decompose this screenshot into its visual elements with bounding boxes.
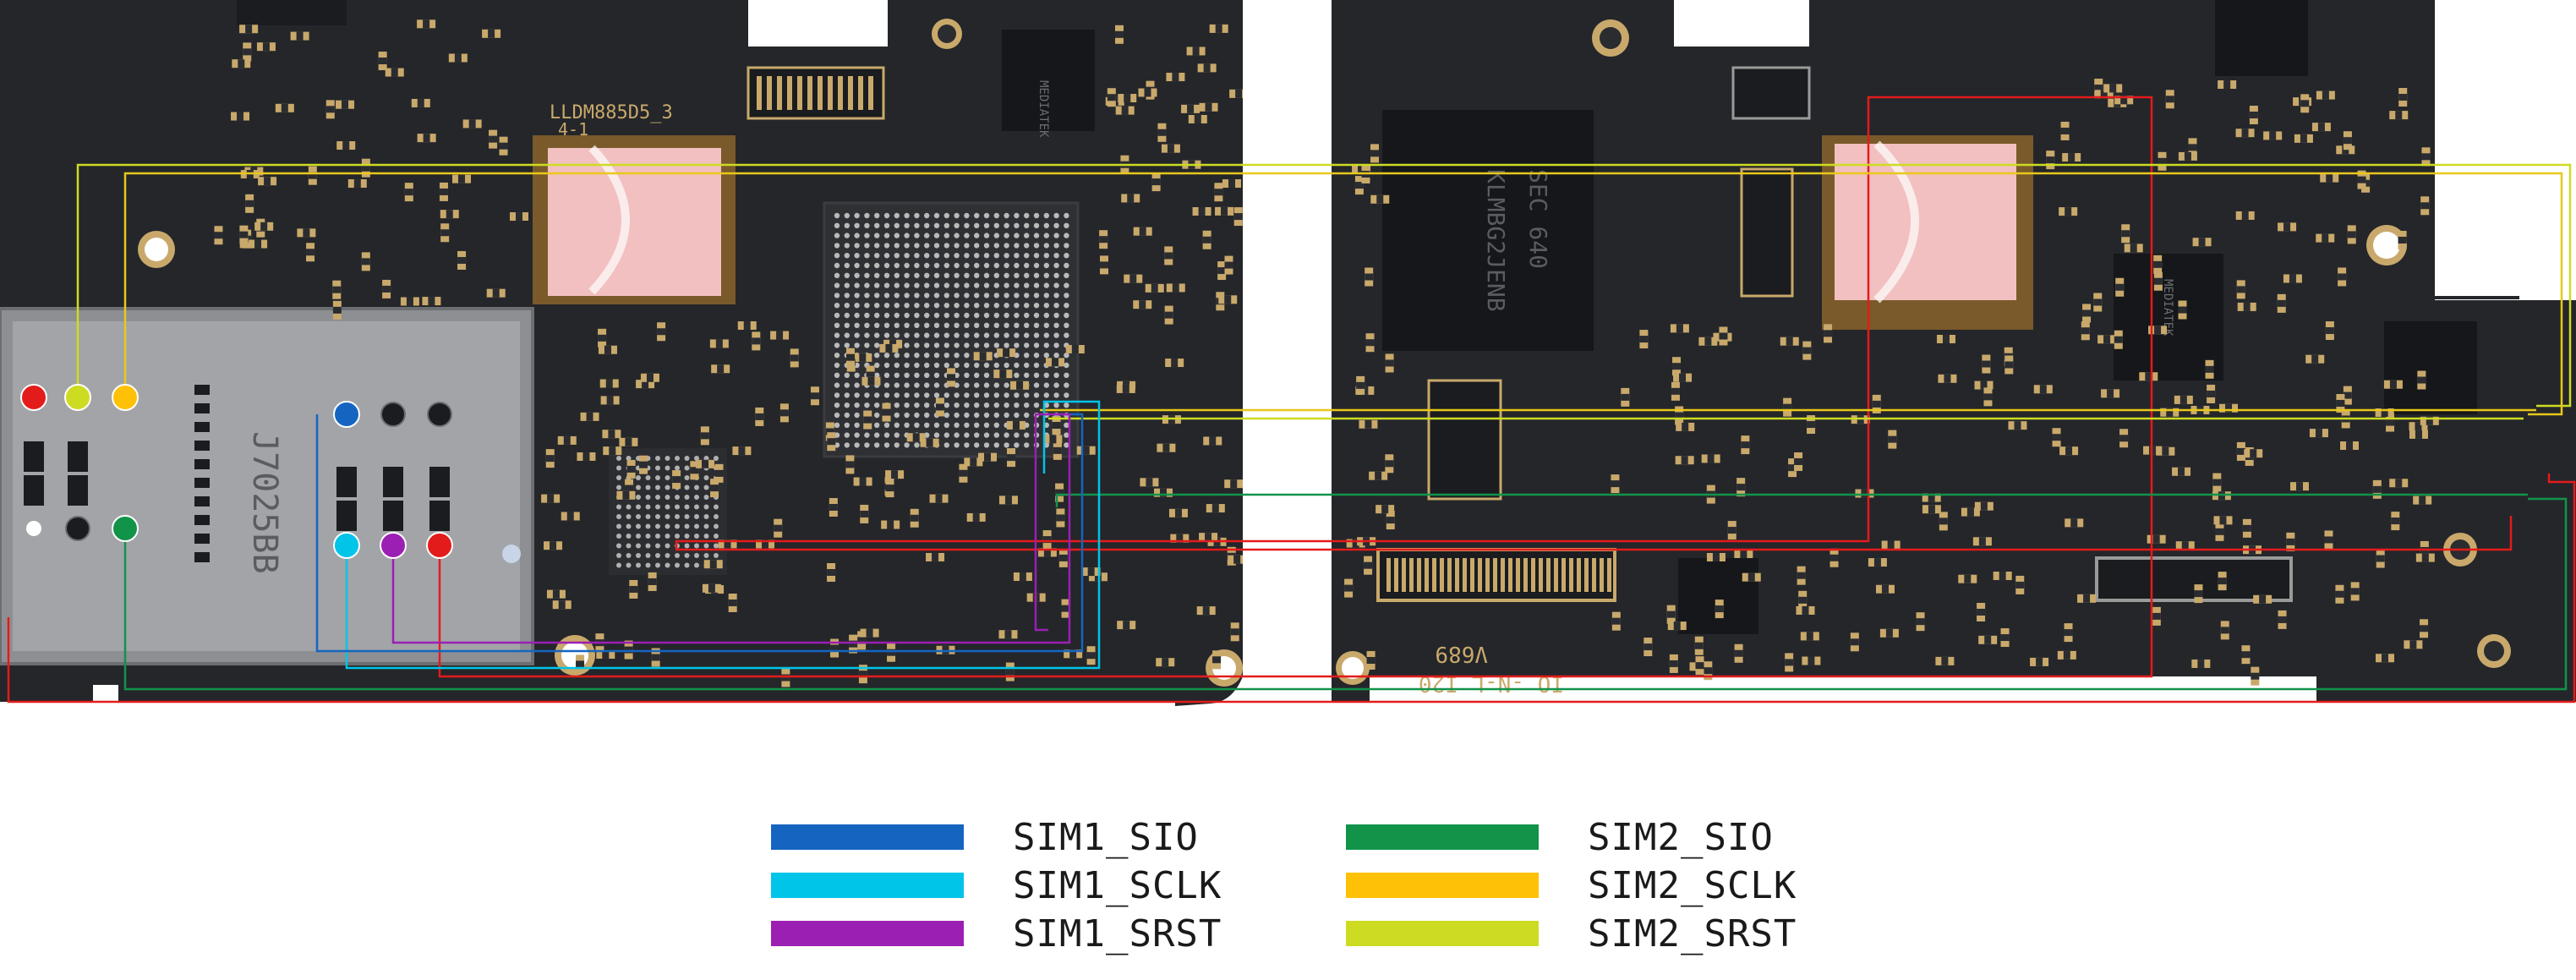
left-board: MEDIATEK LLDM885D5_3 4-1 J7025BB [0,0,1249,706]
pin-marker-sim2-sclk [112,384,139,411]
trace-green [123,497,2568,691]
pin-markers [20,384,521,563]
trace-purple [391,413,1071,644]
silkscreen-mark: V689 [1435,641,1488,666]
trace-green-2 [1055,493,2528,507]
svg-text:SEC 640: SEC 640 [1524,169,1552,269]
pin-marker-red-2 [426,532,453,559]
memory-chip [1382,110,1594,351]
trace-red-inner [438,96,2513,678]
pin-marker-sim1-srst [380,532,407,559]
silkscreen-j7025bb: J7025BB [245,431,284,574]
trace-blue [315,413,1084,653]
trace-lime [76,163,2572,408]
pin-marker-sim1-sio [333,401,360,428]
silkscreen-41: 4-1 [558,119,588,140]
pin-marker-red [20,384,47,411]
pin-marker-sim2-sio [112,515,139,542]
silkscreen-lldm: LLDM885D5_3 [550,102,673,123]
silkscreen-bottom: IO -N-L I20 [1419,671,1564,696]
bga-ball-grid [834,212,1069,448]
signal-traces [7,96,2576,704]
svg-text:MEDIATEK: MEDIATEK [2161,279,2174,337]
pin-marker-sim2-srst [64,384,91,411]
trace-red [7,474,2576,704]
pin-marker-sim1-sclk [333,532,360,559]
mediatek-chip-right [2114,254,2223,381]
mediatek-chip-left [1002,30,1095,131]
right-board: SEC 640 KLMBG2JENB MEDIATEK V689 IO -N-L… [1332,0,2576,702]
svg-text:MEDIATEK: MEDIATEK [1036,80,1050,138]
trace-yellow [123,172,2563,416]
svg-text:KLMBG2JENB: KLMBG2JENB [1482,169,1510,312]
